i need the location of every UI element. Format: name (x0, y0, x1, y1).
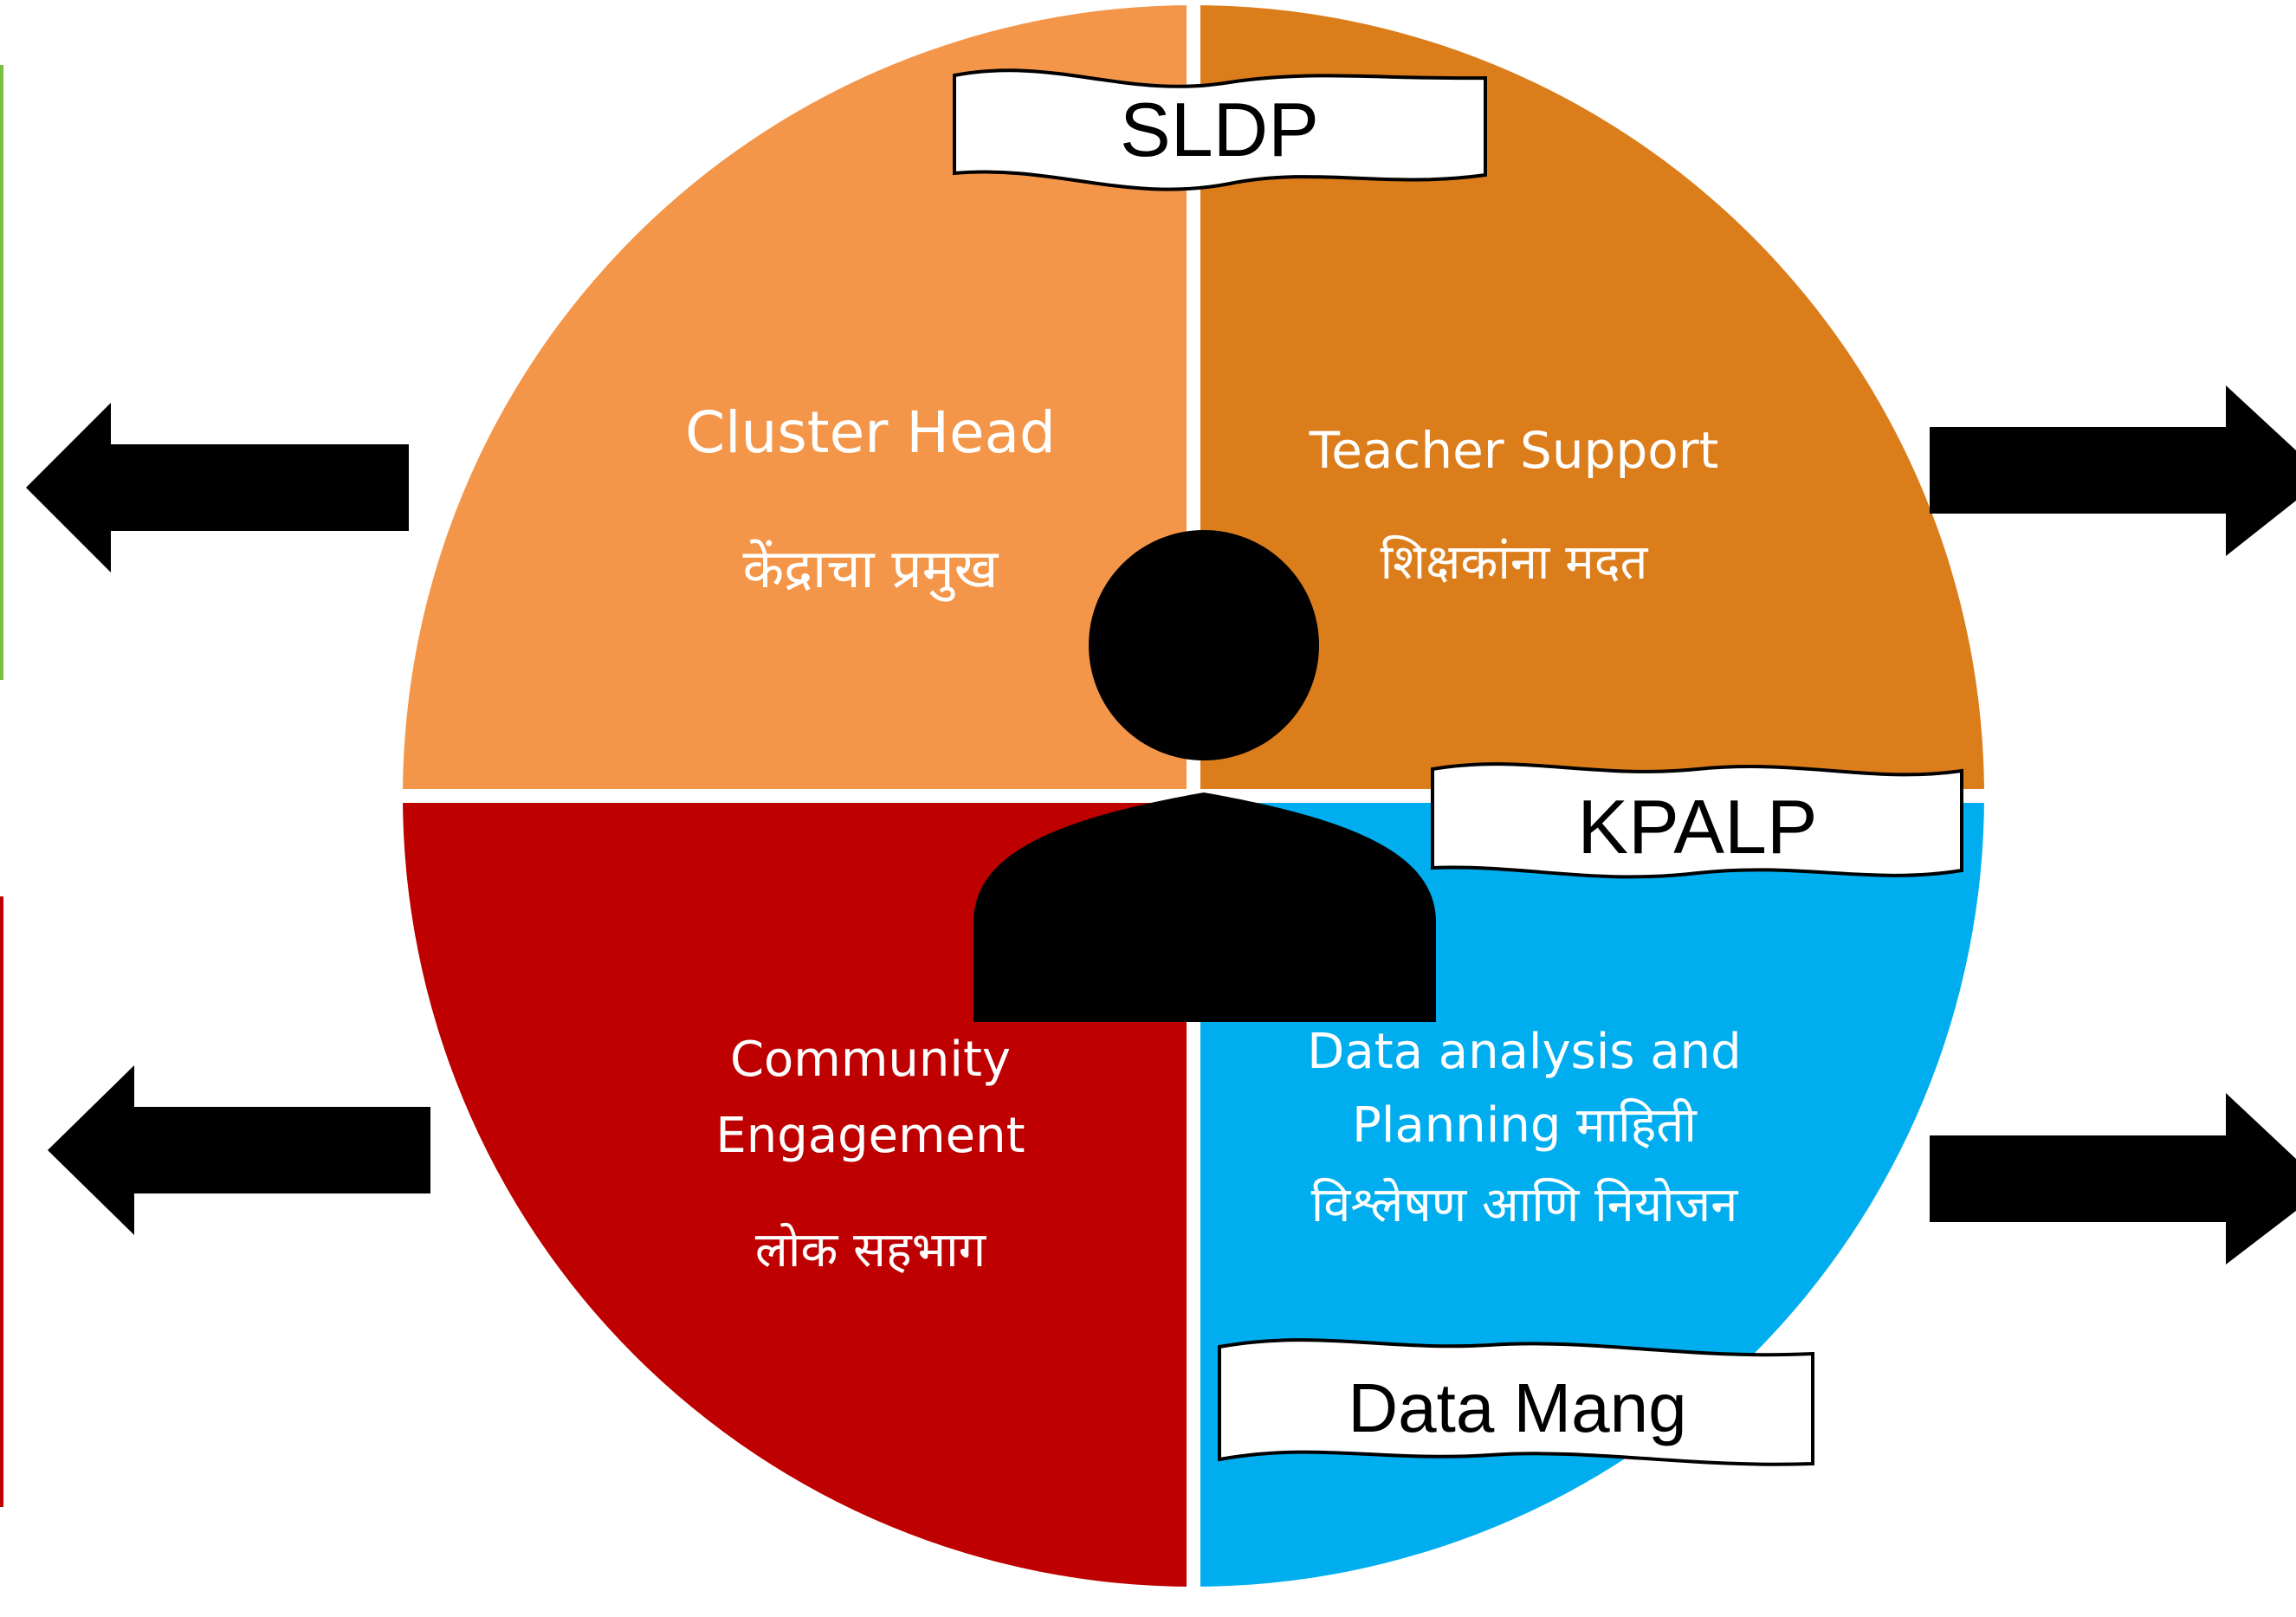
person-icon (973, 530, 1436, 1022)
data-analysis-line1: Data analysis and (1307, 1024, 1741, 1080)
banner-kpalp: KPALP (1431, 762, 1963, 879)
teacher-support-subtitle: शिक्षकांना मदत (1381, 534, 1649, 591)
arrow-left-icon (48, 1065, 430, 1235)
arrow-right-icon (1930, 385, 2296, 556)
banner-data-mang: Data Mang (1218, 1338, 1814, 1466)
banner-kpalp-shape (1431, 762, 1963, 879)
data-analysis-line2: Planning माहिती (1352, 1097, 1698, 1154)
cluster-head-title: Cluster Head (685, 399, 1056, 466)
person-body (973, 792, 1436, 1022)
banner-data-mang-shape (1218, 1338, 1814, 1466)
banner-data-mang-label: Data Mang (1348, 1369, 1686, 1446)
community-engagement-line2: Engagement (715, 1108, 1025, 1164)
quadrant-cluster-head (403, 5, 1193, 796)
arrow-left-icon (26, 403, 409, 572)
teacher-support-title: Teacher Support (1309, 421, 1719, 480)
arrow-right-icon (1930, 1093, 2296, 1264)
community-engagement-line1: Community (730, 1032, 1011, 1088)
community-engagement-subtitle: लोक सहभाग (755, 1222, 987, 1278)
banner-sldp: SLDP (953, 68, 1487, 191)
banner-kpalp-label: KPALP (1577, 784, 1817, 870)
left-accent-bar-red (0, 896, 3, 1507)
left-accent-bar-green (0, 65, 3, 680)
banner-sldp-shape (953, 68, 1487, 191)
person-head (1089, 530, 1319, 760)
data-analysis-line3: विश्लेषण आणि नियोजन (1311, 1177, 1738, 1233)
banner-sldp-label: SLDP (1120, 87, 1319, 172)
quadrant-teacher-support (1193, 5, 1984, 796)
cluster-head-subtitle: केंद्राचा प्रमुख (743, 537, 999, 602)
